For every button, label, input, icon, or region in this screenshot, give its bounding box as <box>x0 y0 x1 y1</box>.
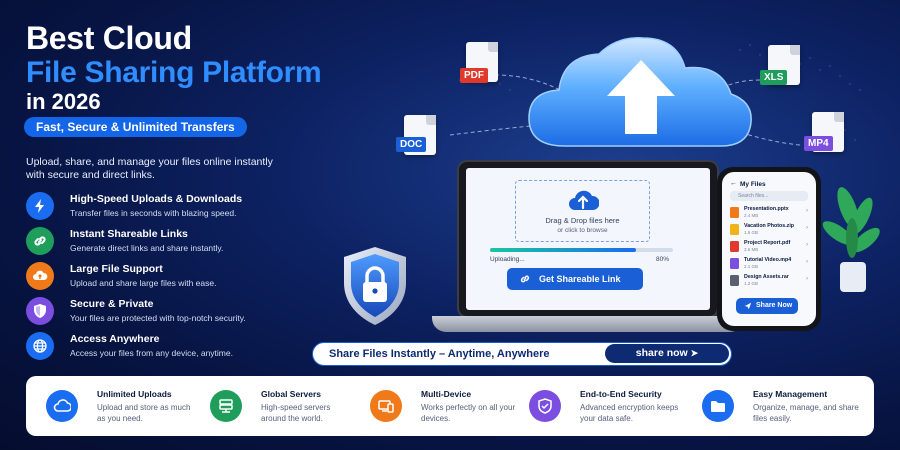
tagline-pill: Fast, Secure & Unlimited Transfers <box>24 117 247 137</box>
headline-line1: Best Cloud <box>26 20 192 56</box>
lock-shield-icon <box>344 247 406 325</box>
bottom-feature-desc: Organize, manage, and share files easily… <box>753 403 859 423</box>
send-icon <box>744 302 752 310</box>
mp4-label: MP4 <box>804 136 833 151</box>
bottom-feature-desc: Upload and store as much as you need. <box>97 403 191 423</box>
file-name: Project Report.pdf <box>744 240 791 246</box>
send-icon: ➤ <box>690 348 699 358</box>
upload-cloud-icon <box>569 190 599 210</box>
feature-shareable-links: Instant Shareable Links Generate direct … <box>26 227 326 257</box>
file-name: Design Assets.rar <box>744 274 789 280</box>
progress-percent: 80% <box>656 256 670 263</box>
feature-desc: Access your files from any device, anyti… <box>70 348 233 358</box>
back-arrow-icon[interactable]: ← <box>730 180 737 187</box>
bottom-feature-title: Unlimited Uploads <box>97 389 172 399</box>
feature-large-file: Large File Support Upload and share larg… <box>26 262 326 292</box>
chevron-right-icon: › <box>806 208 808 214</box>
get-shareable-link-button[interactable]: Get Shareable Link <box>507 268 643 290</box>
feature-access-anywhere: Access Anywhere Access your files from a… <box>26 332 326 362</box>
lightning-icon <box>26 192 54 220</box>
file-size: 3.6 MB <box>744 247 759 252</box>
xls-label: XLS <box>760 70 788 85</box>
progress-label: Uploading... <box>490 256 525 263</box>
feature-title: High-Speed Uploads & Downloads <box>70 193 243 205</box>
dropzone-title: Drag & Drop files here <box>545 216 620 225</box>
file-name: Presentation.pptx <box>744 206 789 212</box>
link-icon <box>26 227 54 255</box>
bottom-feature-title: Easy Management <box>753 389 828 399</box>
cloud-upload-icon <box>528 37 752 147</box>
shield-check-icon <box>529 390 561 422</box>
shield-icon <box>26 297 54 325</box>
share-strip-text: Share Files Instantly – Anytime, Anywher… <box>329 348 550 360</box>
pdf-label: PDF <box>460 68 488 83</box>
file-row[interactable]: Project Report.pdf 3.6 MB › <box>730 238 808 255</box>
plant-decoration <box>822 187 880 292</box>
feature-title: Instant Shareable Links <box>70 228 188 240</box>
description: Upload, share, and manage your files onl… <box>26 156 273 181</box>
folder-icon <box>730 224 739 235</box>
button-label: Share Now <box>756 302 793 309</box>
folder-icon <box>702 390 734 422</box>
chevron-right-icon: › <box>806 242 808 248</box>
file-icon <box>730 241 739 252</box>
dropzone[interactable] <box>515 180 650 242</box>
server-icon <box>210 390 242 422</box>
feature-title: Large File Support <box>70 263 163 275</box>
feature-title: Secure & Private <box>70 298 154 310</box>
file-size: 2.4 MB <box>744 213 759 218</box>
feature-desc: Generate direct links and share instantl… <box>70 243 224 253</box>
progress-fill <box>490 248 637 252</box>
file-size: 1.2 GB <box>744 281 759 286</box>
file-size: 2.1 GB <box>744 264 759 269</box>
button-label: share now <box>635 347 688 359</box>
feature-secure: Secure & Private Your files are protecte… <box>26 297 326 327</box>
feature-desc: Your files are protected with top-notch … <box>70 313 246 323</box>
feature-desc: Transfer files in seconds with blazing s… <box>70 208 237 218</box>
chevron-right-icon: › <box>806 225 808 231</box>
phone-search-input[interactable]: Search files... <box>730 191 808 201</box>
chevron-right-icon: › <box>806 276 808 282</box>
file-row[interactable]: Design Assets.rar 1.2 GB › <box>730 272 808 289</box>
bottom-feature-title: Multi-Device <box>421 389 472 399</box>
file-name: Vacation Photos.zip <box>744 223 795 229</box>
devices-icon <box>370 390 402 422</box>
cloud-upload-icon <box>26 262 54 290</box>
file-icon <box>730 207 739 218</box>
cloud-icon <box>46 390 78 422</box>
bottom-feature-title: End-to-End Security <box>580 389 662 399</box>
feature-title: Access Anywhere <box>70 333 160 345</box>
bottom-feature-desc: Advanced encryption keeps your data safe… <box>580 403 679 423</box>
link-icon <box>520 275 530 283</box>
dropzone-subtitle[interactable]: or click to browse <box>557 227 608 234</box>
headline-line2: File Sharing Platform <box>26 56 322 89</box>
share-now-phone-button[interactable]: Share Now <box>736 298 798 314</box>
bottom-feature-desc: High-speed servers around the world. <box>261 403 331 423</box>
file-row[interactable]: Vacation Photos.zip 1.5 GB › <box>730 221 808 238</box>
file-row[interactable]: Presentation.pptx 2.4 MB › <box>730 204 808 221</box>
feature-desc: Upload and share large files with ease. <box>70 278 217 288</box>
archive-file-icon <box>730 275 739 286</box>
bottom-features-bar: Unlimited Uploads Upload and store as mu… <box>26 376 874 436</box>
headline-line3: in 2026 <box>26 89 101 114</box>
bottom-feature-desc: Works perfectly on all your devices. <box>421 403 516 423</box>
file-name: Tutorial Video.mp4 <box>744 257 792 263</box>
laptop-base <box>432 316 744 332</box>
button-label: Get Shareable Link <box>539 274 621 284</box>
file-row[interactable]: Tutorial Video.mp4 2.1 GB › <box>730 255 808 272</box>
doc-label: DOC <box>396 137 427 152</box>
globe-icon <box>26 332 54 360</box>
feature-high-speed: High-Speed Uploads & Downloads Transfer … <box>26 192 326 222</box>
share-strip: Share Files Instantly – Anytime, Anywher… <box>312 342 732 366</box>
phone-title: My Files <box>740 181 766 188</box>
upload-progress-bar <box>490 248 673 252</box>
share-now-button[interactable]: share now ➤ <box>605 344 729 363</box>
file-size: 1.5 GB <box>744 230 759 235</box>
bottom-feature-title: Global Servers <box>261 389 322 399</box>
video-file-icon <box>730 258 739 269</box>
chevron-right-icon: › <box>806 259 808 265</box>
